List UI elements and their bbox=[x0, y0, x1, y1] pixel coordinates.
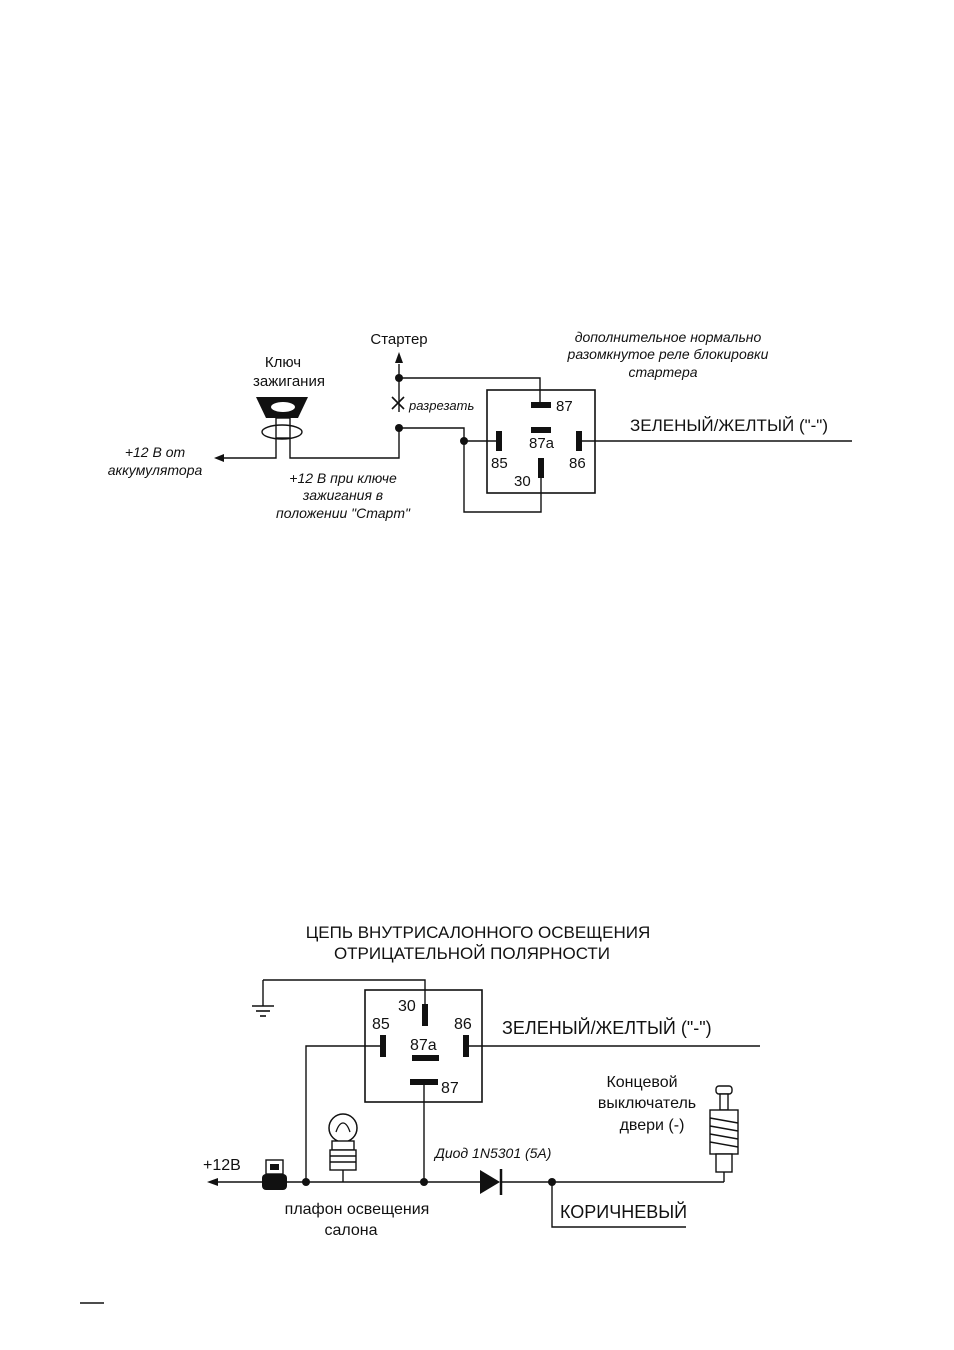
start-note-2: зажигания в bbox=[302, 487, 383, 503]
pin-87-label: 87 bbox=[441, 1080, 459, 1097]
pin-85-label: 85 bbox=[372, 1016, 390, 1033]
starter-arrow-icon bbox=[395, 352, 403, 363]
pin-87a-label: 87a bbox=[529, 435, 555, 452]
pin-86-label: 86 bbox=[454, 1016, 472, 1033]
brown-wire-label: КОРИЧНЕВЫЙ bbox=[560, 1201, 687, 1222]
pin-85-label: 85 bbox=[491, 455, 508, 472]
door-switch-label-3: двери (-) bbox=[620, 1117, 685, 1134]
start-note-1: +12 В при ключе bbox=[289, 470, 397, 486]
diagram-title-2: ОТРИЦАТЕЛЬНОЙ ПОЛЯРНОСТИ bbox=[334, 944, 610, 963]
ignition-key-label-2: зажигания bbox=[253, 373, 325, 390]
lamp-label-1: плафон освещения bbox=[285, 1201, 430, 1218]
brown-wire bbox=[551, 1182, 686, 1228]
relay-pin-85 bbox=[380, 1035, 386, 1057]
relay-note-3: стартера bbox=[628, 364, 697, 380]
wire-from-85 bbox=[305, 1045, 383, 1182]
ground-icon bbox=[252, 980, 274, 1017]
junction-dot bbox=[420, 1178, 428, 1186]
pin-30-label: 30 bbox=[398, 998, 416, 1015]
relay-pin-87a bbox=[531, 427, 551, 433]
pin-86-label: 86 bbox=[569, 455, 586, 472]
fuse-icon bbox=[262, 1159, 287, 1190]
start-note-3: положении "Старт" bbox=[276, 505, 411, 521]
plus12-label: +12В bbox=[203, 1157, 241, 1174]
pin-30-label: 30 bbox=[514, 473, 531, 490]
relay-note-2: разомкнутое реле блокировки bbox=[567, 346, 769, 362]
battery-label-1: +12 В от bbox=[125, 444, 186, 460]
junction-dot bbox=[548, 1178, 556, 1186]
plus12-arrow-icon bbox=[207, 1178, 218, 1186]
wire-to-87 bbox=[399, 377, 541, 402]
door-switch-label-2: выключатель bbox=[598, 1095, 696, 1112]
green-yellow-wire-label: ЗЕЛЕНЫЙ/ЖЕЛТЫЙ ("-") bbox=[502, 1017, 712, 1038]
door-switch-label-1: Концевой bbox=[606, 1074, 677, 1091]
battery-wire bbox=[222, 446, 277, 459]
green-yellow-wire-label: ЗЕЛЕНЫЙ/ЖЕЛТЫЙ ("-") bbox=[630, 416, 828, 435]
relay-box bbox=[364, 989, 483, 1103]
relay-pin-87 bbox=[531, 402, 551, 408]
starter-label: Стартер bbox=[370, 331, 427, 348]
relay-pin-86 bbox=[576, 431, 582, 451]
diode-icon bbox=[480, 1169, 503, 1195]
ground-wire-to-30 bbox=[263, 979, 426, 1004]
junction-dot bbox=[302, 1178, 310, 1186]
lamp-icon bbox=[328, 1113, 358, 1182]
starter-block-diagram: Ключ зажигания Стартер дополнительное но… bbox=[108, 329, 852, 521]
relay-pin-87a bbox=[412, 1055, 439, 1061]
junction-dot bbox=[395, 374, 403, 382]
junction-dot bbox=[395, 424, 403, 432]
relay-pin-85 bbox=[496, 431, 502, 451]
relay-pin-86 bbox=[463, 1035, 469, 1057]
interior-light-diagram: ЦЕПЬ ВНУТРИСАЛОННОГО ОСВЕЩЕНИЯ ОТРИЦАТЕЛ… bbox=[203, 923, 760, 1239]
start-wire bbox=[289, 428, 400, 459]
relay-note-1: дополнительное нормально bbox=[575, 329, 762, 345]
relay-box bbox=[486, 389, 596, 494]
pin-87a-label: 87a bbox=[410, 1037, 437, 1054]
relay-pin-30 bbox=[538, 458, 544, 478]
door-switch-icon bbox=[709, 1085, 739, 1173]
diagram-title-1: ЦЕПЬ ВНУТРИСАЛОННОГО ОСВЕЩЕНИЯ bbox=[306, 923, 651, 942]
ignition-key-icon bbox=[256, 397, 308, 446]
lamp-label-2: салона bbox=[324, 1222, 377, 1239]
relay-pin-30 bbox=[422, 1004, 428, 1026]
junction-dot bbox=[460, 437, 468, 445]
pin-87-label: 87 bbox=[556, 398, 573, 415]
diode-label: Диод 1N5301 (5А) bbox=[433, 1145, 551, 1161]
cut-label: разрезать bbox=[408, 398, 474, 413]
ignition-key-label-1: Ключ bbox=[265, 354, 301, 371]
wire-to-30 bbox=[399, 427, 542, 513]
battery-arrow-icon bbox=[214, 454, 224, 462]
relay-pin-87 bbox=[410, 1079, 438, 1085]
cut-mark-icon bbox=[391, 396, 405, 410]
battery-label-2: аккумулятора bbox=[108, 462, 203, 478]
